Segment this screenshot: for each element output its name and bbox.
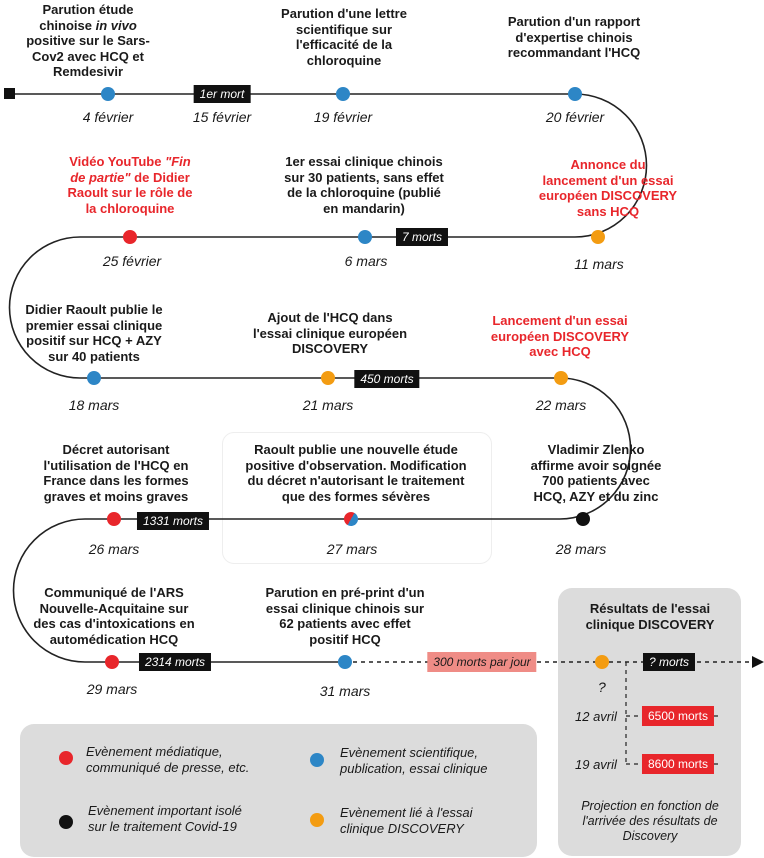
date-15-fevrier: 15 février: [192, 109, 252, 125]
date-20-fevrier: 20 février: [545, 109, 605, 125]
event-dot-19-fevrier: [336, 87, 350, 101]
event-dot-11-mars: [591, 230, 605, 244]
event-text-21-mars: Ajout de l'HCQ dans l'essai clinique eur…: [252, 310, 408, 356]
event-text-31-mars: Parution en pré-print d'un essai cliniqu…: [265, 585, 425, 647]
timeline-line: [8, 93, 648, 663]
legend-label-media: Evènement médiatique, communiqué de pres…: [86, 744, 250, 775]
event-dot-28-mars: [576, 512, 590, 526]
legend-dot-scientific: [310, 753, 324, 767]
date-21-mars: 21 mars: [302, 397, 354, 413]
date-27-mars: 27 mars: [326, 541, 378, 557]
date-11-mars: 11 mars: [574, 256, 624, 272]
projection-note: Projection en fonction de l'arrivée des …: [581, 799, 719, 843]
date-19-fevrier: 19 février: [313, 109, 373, 125]
death-badge-1er-mort: 1er mort: [193, 85, 251, 103]
event-dot-21-mars: [321, 371, 335, 385]
death-badge-1331-morts: 1331 morts: [136, 512, 210, 530]
legend-panel: [20, 724, 537, 857]
legend-dot-media: [59, 751, 73, 765]
date-28-mars: 28 mars: [555, 541, 607, 557]
event-text-26-mars: Décret autorisant l'utilisation de l'HCQ…: [43, 442, 189, 504]
death-badge-7-morts: 7 morts: [395, 228, 449, 246]
event-text-29-mars: Communiqué de l'ARS Nouvelle-Acquitaine …: [33, 585, 195, 647]
legend-label-discovery: Evènement lié à l'essai clinique DISCOVE…: [340, 805, 473, 836]
event-dot-20-fevrier: [568, 87, 582, 101]
date-22-mars: 22 mars: [535, 397, 587, 413]
event-dot-4-fevrier: [101, 87, 115, 101]
event-dot-18-mars: [87, 371, 101, 385]
event-dot-26-mars: [107, 512, 121, 526]
legend-dot-isolated: [59, 815, 73, 829]
event-highlight-box: [222, 432, 492, 564]
event-dot-unknown: [595, 655, 609, 669]
date-26-mars: 26 mars: [88, 541, 140, 557]
death-badge-2314-morts: 2314 morts: [138, 653, 212, 671]
projection-deaths-12-avril: 6500 morts: [641, 706, 715, 726]
date-25-fevrier: 25 février: [102, 253, 162, 269]
projection-deaths-19-avril: 8600 morts: [641, 754, 715, 774]
death-rate-badge: 300 morts par jour: [427, 652, 537, 672]
event-text-27-mars: Raoult publie une nouvelle étude positiv…: [245, 442, 467, 504]
event-dot-22-mars: [554, 371, 568, 385]
death-badge-450-morts: 450 morts: [354, 370, 420, 388]
projection-date-12-avril: 12 avril: [575, 709, 617, 724]
event-dot-31-mars: [338, 655, 352, 669]
date-4-fevrier: 4 février: [82, 109, 134, 125]
unknown-date-mark: ?: [598, 679, 606, 695]
death-badge-unknown: ? morts: [642, 653, 696, 671]
date-29-mars: 29 mars: [86, 681, 138, 697]
date-18-mars: 18 mars: [68, 397, 120, 413]
legend-label-isolated: Evènement important isolé sur le traitem…: [88, 803, 242, 834]
event-text-22-mars: Lancement d'un essai européen DISCOVERY …: [490, 313, 630, 359]
event-text-28-mars: Vladimir Zlenko affirme avoir soignée 70…: [530, 442, 662, 504]
event-text-19-fevrier: Parution d'une lettre scientifique sur l…: [281, 6, 407, 68]
timeline-start-marker: [4, 88, 15, 99]
legend-dot-discovery: [310, 813, 324, 827]
event-dot-6-mars: [358, 230, 372, 244]
date-31-mars: 31 mars: [319, 683, 371, 699]
event-text-6-mars: 1er essai clinique chinois sur 30 patien…: [284, 154, 444, 216]
date-6-mars: 6 mars: [344, 253, 388, 269]
event-dot-25-fevrier: [123, 230, 137, 244]
event-dot-29-mars: [105, 655, 119, 669]
event-text-18-mars: Didier Raoult publie le premier essai cl…: [25, 302, 163, 364]
legend-label-scientific: Evènement scientifique, publication, ess…: [340, 745, 488, 776]
event-text-20-fevrier: Parution d'un rapport d'expertise chinoi…: [507, 14, 641, 60]
projection-date-19-avril: 19 avril: [575, 757, 617, 772]
projection-title: Résultats de l'essai clinique DISCOVERY: [585, 601, 715, 632]
event-text-11-mars: Annonce du lancement d'un essai européen…: [538, 157, 678, 219]
arrow-head: [752, 656, 764, 668]
